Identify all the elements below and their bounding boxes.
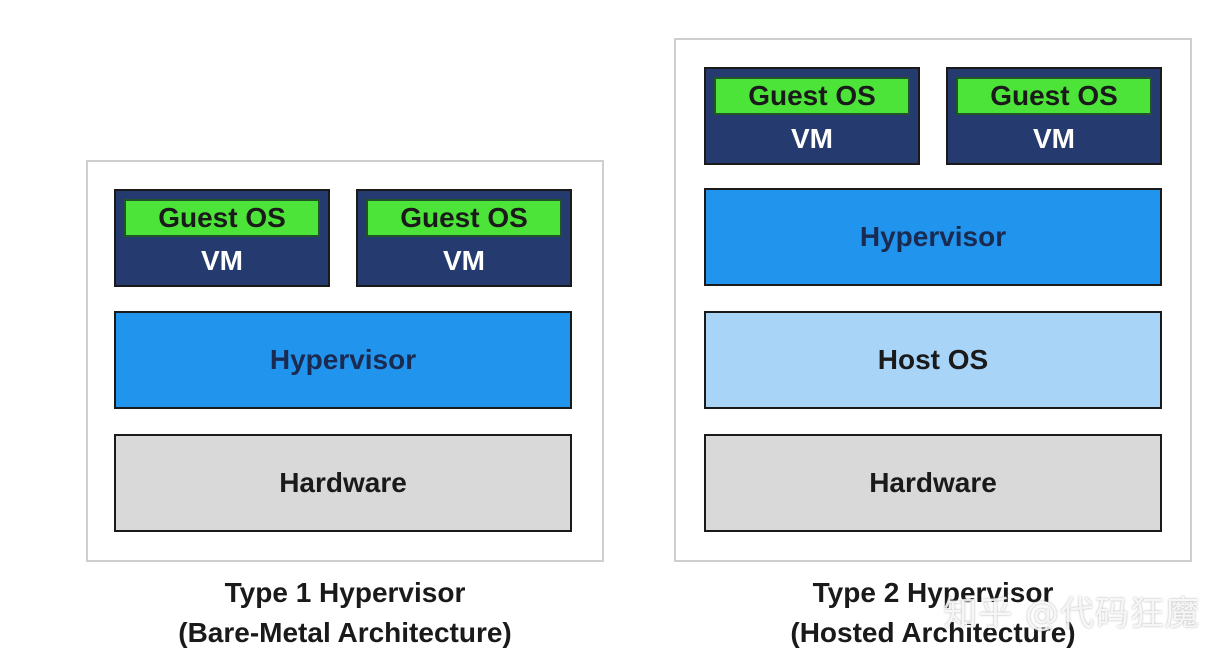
type1-caption-subtitle: (Bare-Metal Architecture): [178, 617, 512, 648]
type1-vm-2-label: VM: [443, 245, 485, 276]
type1-vm-1-label: VM: [201, 245, 243, 276]
type2-caption-title: Type 2 Hypervisor: [812, 577, 1054, 608]
type2-vm-2-guest-os: Guest OS: [956, 77, 1152, 115]
type2-vm-1: Guest OS VM: [704, 67, 920, 165]
type2-vm-2-label: VM: [1033, 123, 1075, 154]
type2-vm-2: Guest OS VM: [946, 67, 1162, 165]
type2-hardware-layer: Hardware: [704, 434, 1162, 532]
type2-host-os-layer: Host OS: [704, 311, 1162, 409]
type1-caption: Type 1 Hypervisor (Bare-Metal Architectu…: [90, 573, 600, 653]
type1-vm-2: Guest OS VM: [356, 189, 572, 287]
type1-vm-1: Guest OS VM: [114, 189, 330, 287]
type1-caption-title: Type 1 Hypervisor: [224, 577, 466, 608]
zhihu-watermark: 知乎 @代码狂魔: [943, 594, 1200, 634]
type1-vm-1-guest-os: Guest OS: [124, 199, 320, 237]
type1-hypervisor-layer: Hypervisor: [114, 311, 572, 409]
type2-hypervisor-layer: Hypervisor: [704, 188, 1162, 286]
type1-vm-2-guest-os: Guest OS: [366, 199, 562, 237]
type1-hardware-layer: Hardware: [114, 434, 572, 532]
type2-vm-1-guest-os: Guest OS: [714, 77, 910, 115]
type2-vm-1-label: VM: [791, 123, 833, 154]
type2-caption-subtitle: (Hosted Architecture): [790, 617, 1076, 648]
type2-caption: Type 2 Hypervisor (Hosted Architecture): [680, 573, 1186, 653]
